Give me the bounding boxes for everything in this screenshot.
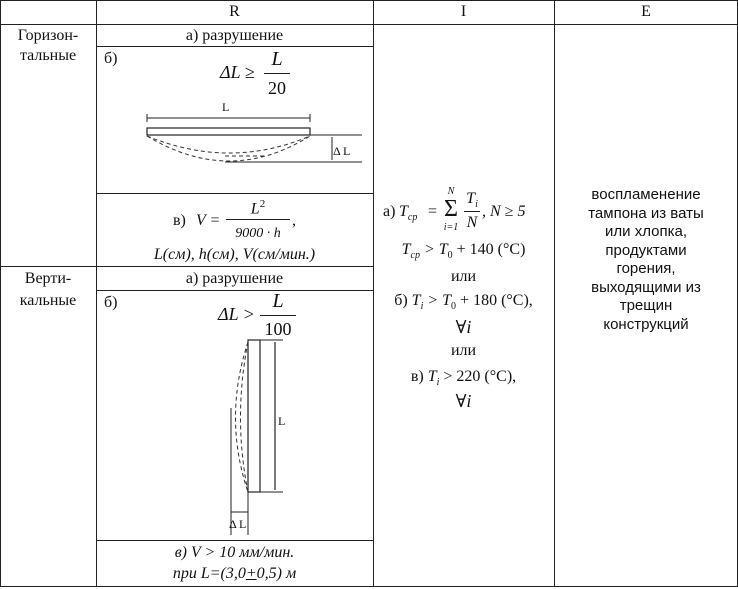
criteria-a-fraction-bar (464, 211, 480, 212)
row-group-split (0, 266, 373, 267)
horizontal-v-prefix: в) (173, 212, 186, 229)
horizontal-v-lhs: V = (196, 212, 221, 229)
criteria-e-line: продуктами (605, 241, 687, 259)
criteria-a-frac-num-sub: i (475, 199, 478, 211)
horizontal-beam-diagram (146, 114, 362, 163)
header-e: E (641, 3, 651, 20)
criteria-a2: Tср > T0 + 140 (°C) (373, 241, 554, 265)
criteria-or-1: или (450, 268, 477, 285)
criteria-a-frac-num-main: T (466, 190, 476, 207)
vertical-diagram-dl-label: Δ L (229, 517, 247, 531)
criteria-b: б) Ti > T0 + 180 (°C), (373, 292, 554, 316)
criteria-e-line: воспламенение (591, 186, 701, 203)
horizontal-b-formula-num: L (271, 48, 283, 70)
border-col2 (373, 0, 374, 587)
criteria-a-sum: Σ (444, 196, 458, 222)
criteria-b-rhs: > T (427, 292, 452, 309)
vertical-label-line2: кальные (19, 292, 77, 309)
criteria-e-line: горения, (616, 260, 676, 277)
vertical-beam-diagram (230, 339, 283, 535)
horizontal-label-line1: Горизон- (17, 27, 79, 44)
horizontal-diagram-dl-label: Δ L (333, 144, 351, 158)
border-top (0, 0, 738, 1)
criteria-b-forall: ∀i (455, 317, 472, 337)
horizontal-v-num-exp: 2 (259, 198, 266, 210)
vertical-b-formula-lhs: ΔL > (218, 304, 255, 324)
horizontal-v-comma: , (292, 212, 296, 229)
vertical-b-formula-den: 100 (264, 319, 292, 339)
row-v-b-bottom (96, 540, 373, 541)
horizontal-v-num: L2 (226, 195, 290, 218)
vertical-b-fraction-bar (260, 315, 296, 316)
criteria-a-eq: = (428, 203, 438, 220)
vertical-a-text: а) разрушение (185, 270, 284, 287)
row-h-b-bottom (96, 193, 373, 194)
criteria-e-line: трещин (619, 297, 673, 314)
horizontal-b-formula-lhs: ΔL ≥ (220, 62, 255, 82)
border-header-bottom (0, 24, 738, 25)
criteria-c-prefix: в) (410, 368, 424, 385)
horizontal-diagram-l-label: L (222, 100, 230, 114)
vertical-v-line2-post: 0,5) м (256, 565, 297, 582)
vertical-v-line2: при L=(3,0+0,5) м (96, 565, 373, 583)
criteria-a-sum-bottom: i=1 (443, 222, 459, 233)
criteria-b-rhs-sub: 0 (451, 301, 457, 313)
vertical-diagram-l-label: L (278, 414, 286, 428)
criteria-c-forall: ∀i (455, 391, 472, 411)
criteria-e-line: выходящими из (591, 278, 701, 296)
criteria-e-line: или хлопка, (605, 223, 687, 240)
criteria-c: в) Ti > 220 (°C), (373, 368, 554, 392)
criteria-b-prefix: б) (394, 292, 408, 309)
horizontal-b-label: б) (104, 50, 118, 67)
criteria-a-cond: , N ≥ 5 (482, 203, 526, 220)
criteria-c-tail: > 220 (°C), (443, 368, 517, 385)
row-h-a-bottom (96, 46, 373, 47)
criteria-a-frac-den: N (466, 214, 478, 231)
horizontal-a-text: а) разрушение (185, 27, 284, 44)
border-bottom (0, 586, 738, 587)
horizontal-label-line2: тальные (19, 47, 77, 64)
criteria-c-lhs-sub: i (436, 377, 440, 389)
vertical-v-line2-pre: при L=(3,0 (172, 565, 246, 582)
horizontal-b-formula-den: 20 (268, 78, 286, 98)
criteria-a2-rhs: > T (423, 241, 448, 258)
criteria-a2-lhs: T (401, 241, 411, 258)
vertical-b-formula-num: L (272, 290, 284, 312)
criteria-c-lhs: T (427, 368, 437, 385)
horizontal-v-units: L(см), h(см), V(см/мин.) (153, 246, 316, 263)
criteria-e-line: тампона из ваты (588, 204, 704, 222)
criteria-a-sum-top: N (447, 186, 455, 197)
criteria-a-lhs-main: T (399, 203, 408, 220)
border-col3 (554, 0, 555, 587)
row-v-a-bottom (96, 290, 373, 291)
criteria-a2-lhs-sub: ср (410, 250, 420, 262)
vertical-label-line1: Верти- (24, 270, 72, 287)
criteria-or-2: или (450, 342, 477, 359)
criteria-b-lhs: T (411, 292, 421, 309)
border-left (0, 0, 1, 587)
criteria-b-lhs-sub: i (420, 301, 424, 313)
header-i: I (460, 3, 467, 20)
horizontal-v-num-base: L (250, 200, 260, 218)
horizontal-v-fraction-bar (226, 219, 290, 220)
border-col1 (96, 0, 97, 587)
criteria-a-lhs-sub: ср (407, 212, 418, 224)
criteria-a2-rhs-sub: 0 (447, 250, 453, 262)
criteria-b-tail: + 180 (°C), (460, 292, 533, 309)
horizontal-b-fraction-bar (264, 73, 290, 74)
criteria-a2-tail: + 140 (°C) (456, 241, 526, 258)
criteria-a-frac-num: Ti (462, 190, 482, 214)
header-r: R (229, 3, 240, 20)
criteria-e-line: конструкций (603, 315, 689, 333)
criteria-e-block: воспламенение тампона из ваты или хлопка… (554, 186, 738, 334)
vertical-v-line2-pm: + (245, 565, 257, 582)
criteria-a-prefix: а) (383, 203, 396, 220)
horizontal-v-den: 9000 · h (235, 226, 281, 241)
vertical-b-label: б) (104, 294, 118, 311)
criteria-a-lhs: Tср (399, 203, 417, 227)
vertical-v-line1: в) V > 10 мм/мин. (174, 544, 295, 561)
